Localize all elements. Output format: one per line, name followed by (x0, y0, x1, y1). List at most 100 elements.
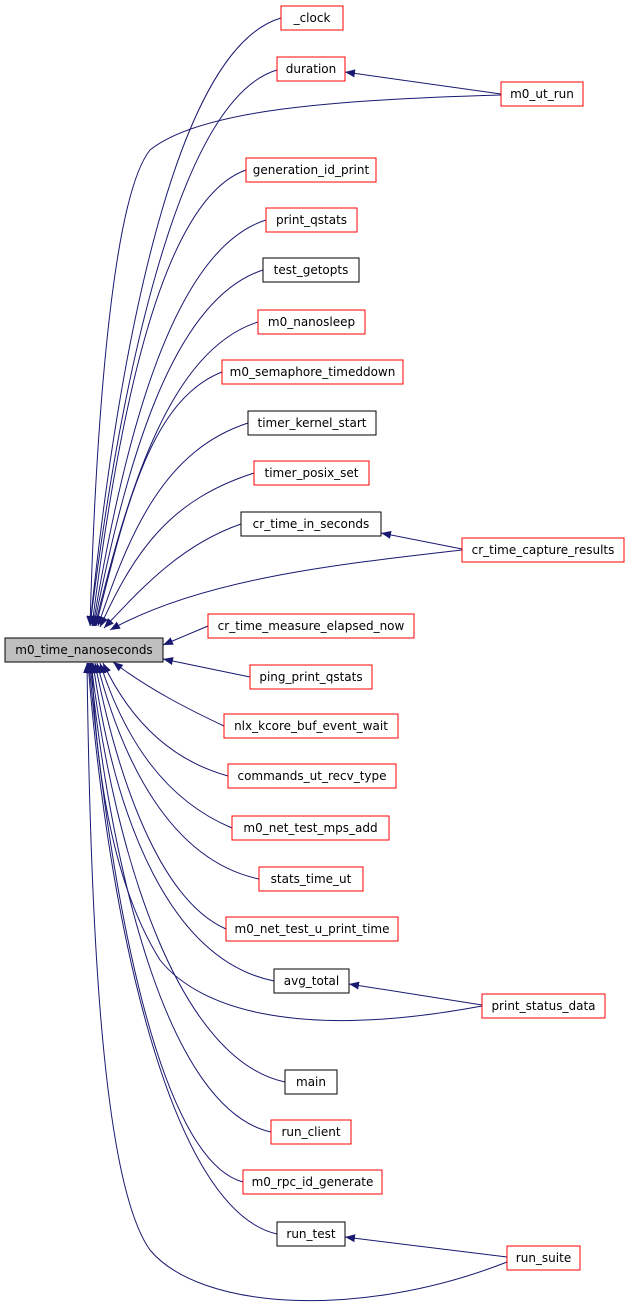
edge-main-to-root (88, 662, 286, 1083)
edge-avg-total-to-root (90, 662, 275, 982)
node-main[interactable]: main (284, 1069, 338, 1095)
node-box (223, 713, 399, 739)
edge-m0-semaphore-timeddown-to-root (94, 371, 223, 627)
node-timer-posix-set[interactable]: timer_posix_set (253, 460, 370, 486)
node-label: main (296, 1075, 326, 1089)
node-run-test[interactable]: run_test (276, 1221, 346, 1247)
node-label: avg_total (284, 974, 340, 988)
node-label: run_client (281, 1125, 340, 1139)
node-label: ping_print_qstats (259, 670, 362, 684)
node-m0-net-test-mps-add[interactable]: m0_net_test_mps_add (231, 815, 390, 841)
edge-print-status-data-to-avg-total (348, 981, 483, 1006)
node-label: stats_time_ut (271, 872, 352, 886)
node-box (280, 5, 344, 31)
edge-m0-net-test-mps-add-to-root (99, 662, 233, 829)
node-test-getopts[interactable]: test_getopts (262, 257, 360, 283)
node-m0-nanosleep[interactable]: m0_nanosleep (257, 309, 366, 335)
node-box (227, 763, 397, 789)
edge-clock-to-root (87, 17, 282, 627)
node-timer-kernel-start[interactable]: timer_kernel_start (247, 410, 377, 436)
node-box (506, 1245, 581, 1271)
node-generation-id-print[interactable]: generation_id_print (245, 157, 377, 183)
edge-run-test-to-root (84, 662, 278, 1235)
node-stats-time-ut[interactable]: stats_time_ut (258, 866, 364, 892)
node-label: generation_id_print (253, 163, 370, 177)
edge-cr-time-in-seconds-to-root (103, 523, 242, 629)
node-box (265, 207, 358, 233)
node-cr-time-measure-elapsed-now[interactable]: cr_time_measure_elapsed_now (207, 613, 415, 639)
node-label: test_getopts (274, 263, 349, 277)
node-box (253, 460, 370, 486)
node-box (258, 866, 364, 892)
node-ping-print-qstats[interactable]: ping_print_qstats (249, 664, 373, 690)
node-box (461, 537, 625, 563)
edge-run-suite-to-run-test (344, 1234, 508, 1258)
edge-duration-to-root (87, 69, 278, 627)
node-label: m0_semaphore_timeddown (230, 365, 396, 379)
edge-timer-posix-set-to-root (99, 472, 255, 628)
edge-m0-nanosleep-to-root (93, 321, 259, 627)
node-cr-time-capture-results[interactable]: cr_time_capture_results (461, 537, 625, 563)
edge-m0-ut-run-to-root (86, 94, 502, 627)
node-label: commands_ut_recv_type (237, 769, 386, 783)
edge-ping-print-qstats-to-root (162, 657, 251, 678)
edge-generation-id-print-to-root (89, 169, 247, 627)
edge-run-suite-to-root (83, 662, 508, 1302)
node-m0-ut-run[interactable]: m0_ut_run (500, 81, 584, 107)
node-print-qstats[interactable]: print_qstats (265, 207, 358, 233)
node-box (247, 410, 377, 436)
node-box (249, 664, 373, 690)
node-m0-net-test-u-print-time[interactable]: m0_net_test_u_print_time (225, 916, 399, 942)
node-cr-time-in-seconds[interactable]: cr_time_in_seconds (240, 511, 382, 537)
node-label: print_status_data (491, 999, 595, 1013)
node-label: m0_rpc_id_generate (252, 1175, 374, 1189)
edges-layer (83, 17, 508, 1302)
node-label: timer_posix_set (264, 466, 358, 480)
edge-cr-time-capture-results-to-root (109, 549, 463, 631)
node-box (240, 511, 382, 537)
node-label: _clock (293, 11, 331, 25)
edge-cr-time-measure-elapsed-now-to-root (162, 625, 209, 646)
edge-m0-net-test-u-print-time-to-root (93, 662, 227, 930)
edge-test-getopts-to-root (92, 269, 264, 627)
node-avg-total[interactable]: avg_total (273, 968, 350, 994)
edge-timer-kernel-start-to-root (97, 422, 249, 627)
node-m0-rpc-id-generate[interactable]: m0_rpc_id_generate (242, 1169, 383, 1195)
node-box (231, 815, 390, 841)
node-run-client[interactable]: run_client (270, 1119, 352, 1145)
node-label: cr_time_measure_elapsed_now (218, 619, 405, 633)
node-label: m0_net_test_u_print_time (235, 922, 390, 936)
node-nlx-kcore-buf-event-wait[interactable]: nlx_kcore_buf_event_wait (223, 713, 399, 739)
node-label: run_test (286, 1227, 335, 1241)
node-duration[interactable]: duration (276, 56, 346, 82)
node-box (273, 968, 350, 994)
node-box (276, 56, 346, 82)
edge-m0-rpc-id-generate-to-root (85, 662, 244, 1183)
edge-stats-time-ut-to-root (95, 662, 260, 880)
node-clock[interactable]: _clock (280, 5, 344, 31)
node-box (284, 1069, 338, 1095)
node-print-status-data[interactable]: print_status_data (481, 993, 606, 1019)
node-label: m0_ut_run (510, 87, 574, 101)
node-label: m0_net_test_mps_add (243, 821, 377, 835)
node-box (221, 359, 404, 385)
node-box (481, 993, 606, 1019)
node-box (262, 257, 360, 283)
node-label: duration (286, 62, 337, 76)
root-node[interactable]: m0_time_nanoseconds (4, 637, 164, 663)
edge-run-client-to-root (87, 662, 272, 1133)
node-label: cr_time_in_seconds (253, 517, 370, 531)
node-box (225, 916, 399, 942)
node-m0-semaphore-timeddown[interactable]: m0_semaphore_timeddown (221, 359, 404, 385)
edge-cr-time-capture-results-to-cr-time-in-seconds (380, 531, 463, 550)
node-box (245, 157, 377, 183)
node-box (4, 637, 164, 663)
node-label: print_qstats (276, 213, 347, 227)
node-commands-ut-recv-type[interactable]: commands_ut_recv_type (227, 763, 397, 789)
node-box (270, 1119, 352, 1145)
node-box (500, 81, 584, 107)
node-label: timer_kernel_start (258, 416, 367, 430)
node-run-suite[interactable]: run_suite (506, 1245, 581, 1271)
node-label: run_suite (516, 1251, 571, 1265)
